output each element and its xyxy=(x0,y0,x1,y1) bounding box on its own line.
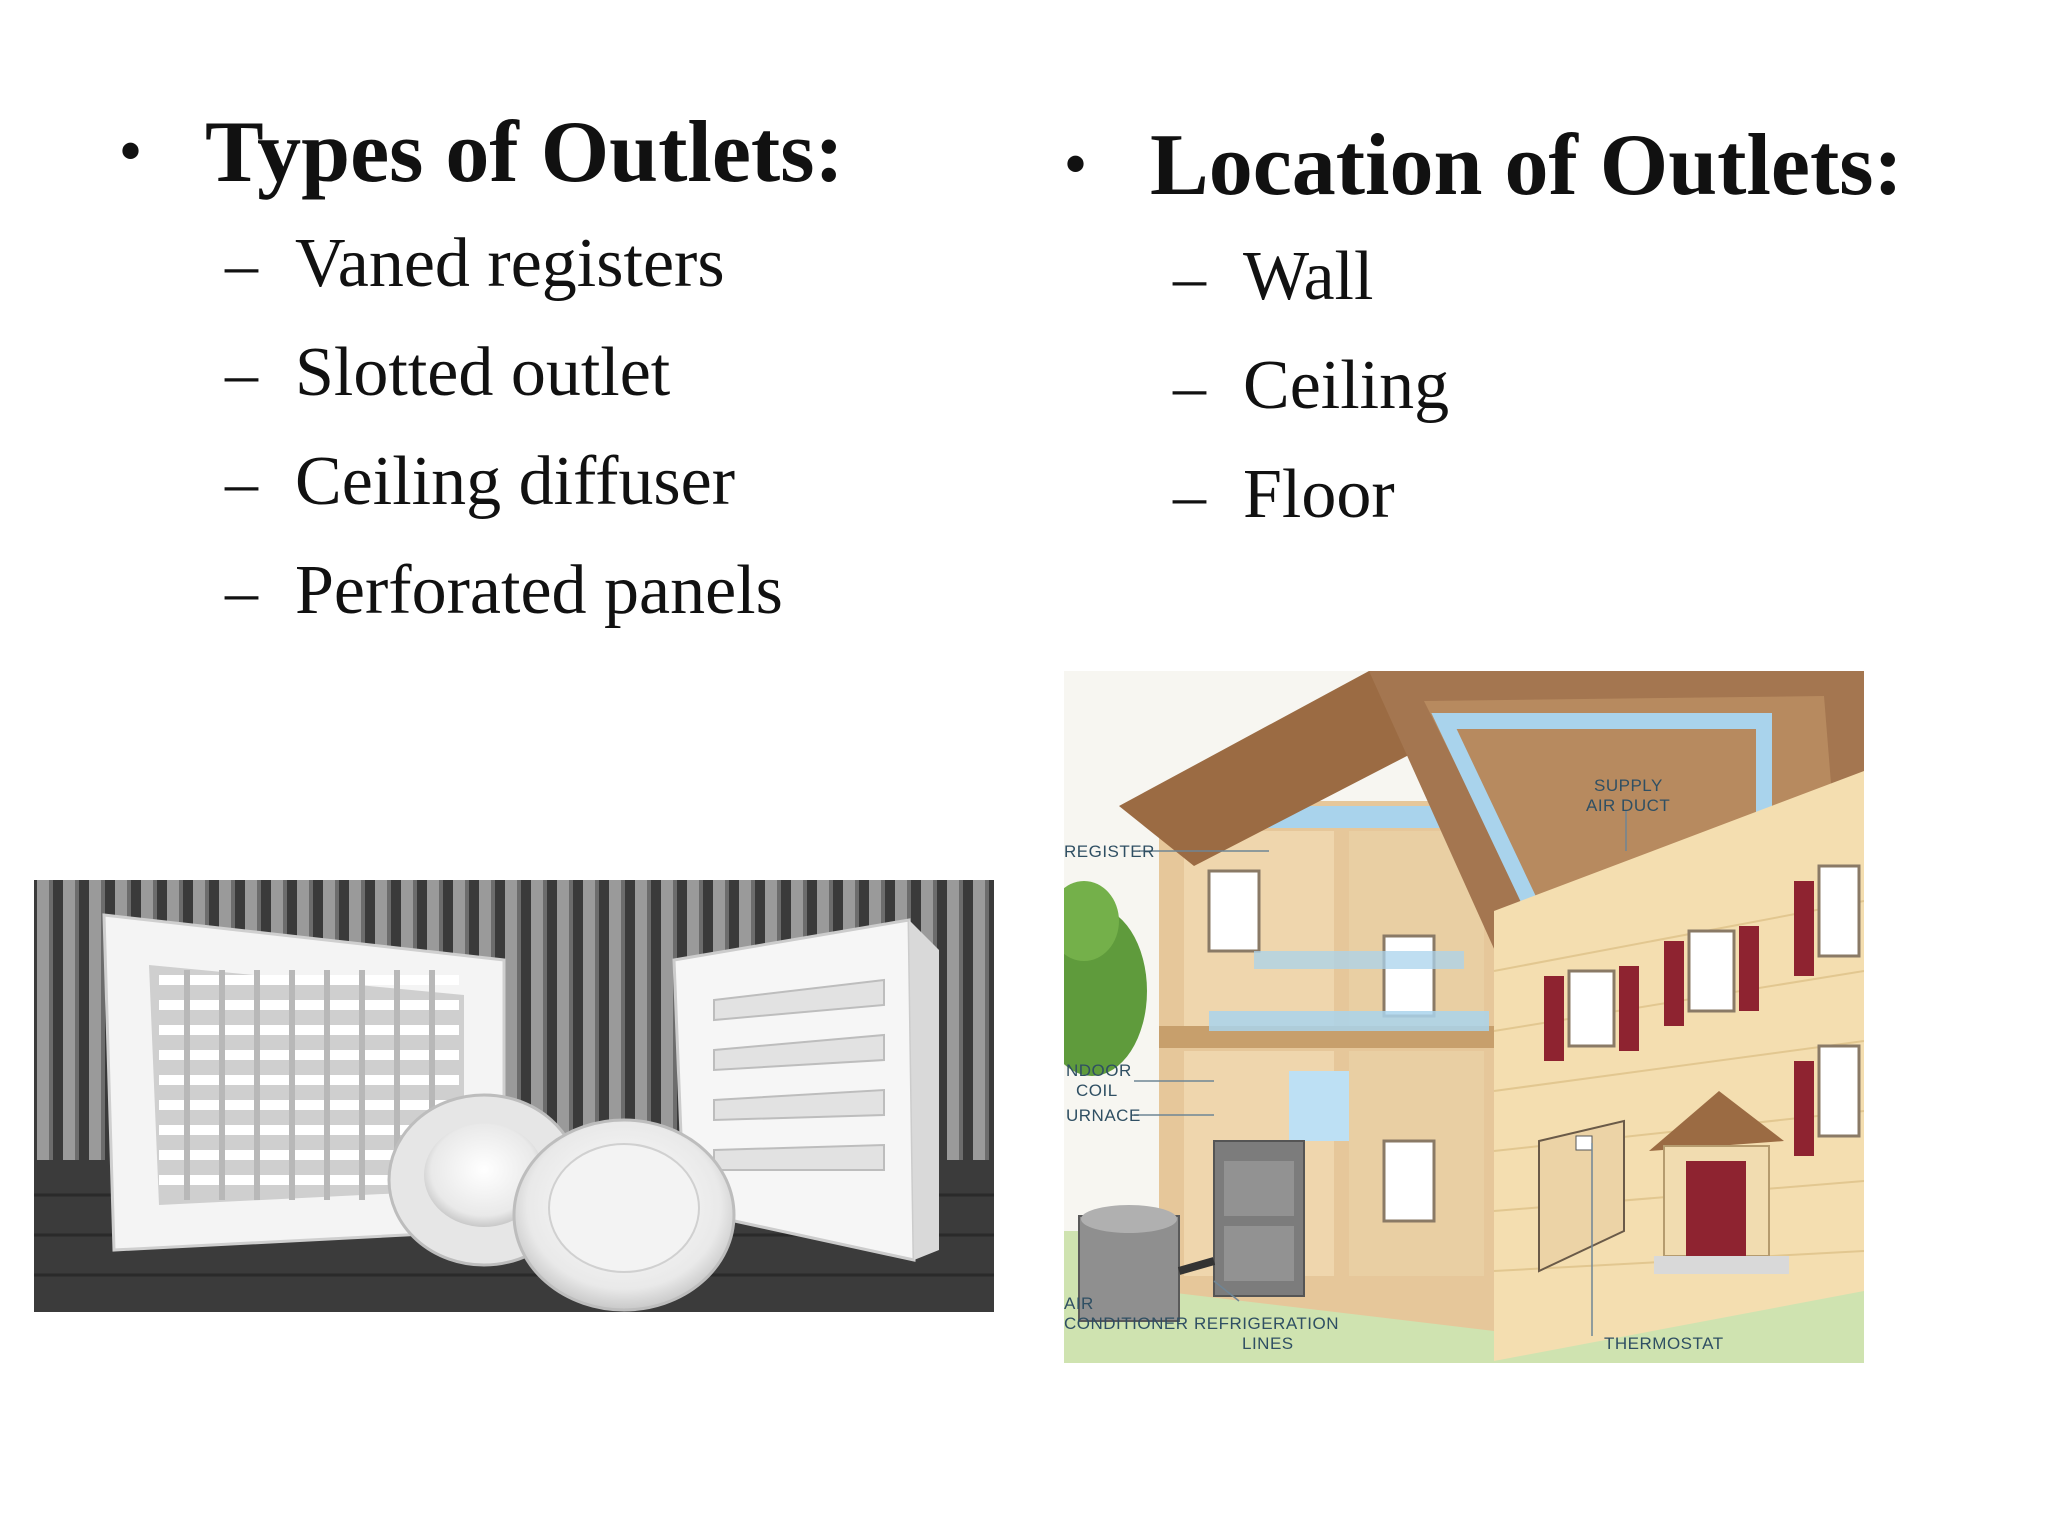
types-heading: • Types of Outlets: xyxy=(120,104,1020,202)
label-refrigeration-line2: LINES xyxy=(1242,1334,1294,1353)
types-heading-text: Types of Outlets: xyxy=(205,104,844,201)
label-air-conditioner-line2: CONDITIONER xyxy=(1064,1314,1189,1333)
louvered-grille-illustration xyxy=(672,918,939,1262)
dash: – xyxy=(225,554,258,628)
outlets-photo xyxy=(34,880,994,1312)
list-item: –Perforated panels xyxy=(225,537,1020,646)
location-heading-text: Location of Outlets: xyxy=(1150,117,1903,214)
outlets-illustration xyxy=(34,880,994,1312)
types-list: –Vaned registers –Slotted outlet –Ceilin… xyxy=(120,210,1020,646)
list-item: –Vaned registers xyxy=(225,210,1020,319)
list-item: –Ceiling diffuser xyxy=(225,428,1020,537)
round-diffuser-illustration xyxy=(387,1093,736,1312)
label-register: REGISTER xyxy=(1064,842,1155,861)
dash: – xyxy=(1173,349,1206,423)
bullet: • xyxy=(120,118,142,184)
list-item-label: Ceiling diffuser xyxy=(295,442,736,520)
label-supply-duct-line2: AIR DUCT xyxy=(1586,796,1670,815)
list-item-label: Slotted outlet xyxy=(295,333,671,411)
house-cutaway xyxy=(1159,801,1499,1331)
label-furnace: URNACE xyxy=(1066,1106,1141,1125)
label-indoor-coil-line2: COIL xyxy=(1076,1081,1118,1100)
air-conditioner-illustration xyxy=(1078,1205,1216,1322)
label-supply-duct-line1: SUPPLY xyxy=(1594,776,1663,795)
list-item: –Ceiling xyxy=(1173,332,2005,441)
list-item: –Slotted outlet xyxy=(225,319,1020,428)
list-item-label: Ceiling xyxy=(1243,346,1450,424)
label-refrigeration-line1: REFRIGERATION xyxy=(1194,1314,1339,1333)
list-item-label: Perforated panels xyxy=(295,551,783,629)
label-air-conditioner-line1: AIR xyxy=(1064,1294,1094,1313)
furnace-illustration xyxy=(1213,1140,1305,1297)
list-item: –Wall xyxy=(1173,223,2005,332)
dash: – xyxy=(1173,458,1206,532)
label-thermostat: THERMOSTAT xyxy=(1604,1334,1724,1353)
location-heading: • Location of Outlets: xyxy=(1065,117,2005,215)
location-of-outlets-section: • Location of Outlets: –Wall –Ceiling –F… xyxy=(1065,117,2005,550)
bullet: • xyxy=(1065,131,1087,197)
tree-illustration xyxy=(1064,881,1147,1076)
list-item-label: Vaned registers xyxy=(295,224,725,302)
dash: – xyxy=(225,445,258,519)
location-list: –Wall –Ceiling –Floor xyxy=(1065,223,2005,550)
house-exterior xyxy=(1493,771,1864,1361)
label-indoor-coil-line1: NDOOR xyxy=(1066,1061,1132,1080)
house-hvac-diagram: REGISTER SUPPLY AIR DUCT NDOOR COIL URNA… xyxy=(1064,671,1864,1363)
types-of-outlets-section: • Types of Outlets: –Vaned registers –Sl… xyxy=(120,104,1020,646)
list-item: –Floor xyxy=(1173,441,2005,550)
house-illustration: REGISTER SUPPLY AIR DUCT NDOOR COIL URNA… xyxy=(1064,671,1864,1363)
list-item-label: Wall xyxy=(1243,237,1374,315)
roof-illustration xyxy=(1119,671,1864,971)
dash: – xyxy=(225,336,258,410)
dash: – xyxy=(225,227,258,301)
dash: – xyxy=(1173,240,1206,314)
list-item-label: Floor xyxy=(1243,455,1395,533)
